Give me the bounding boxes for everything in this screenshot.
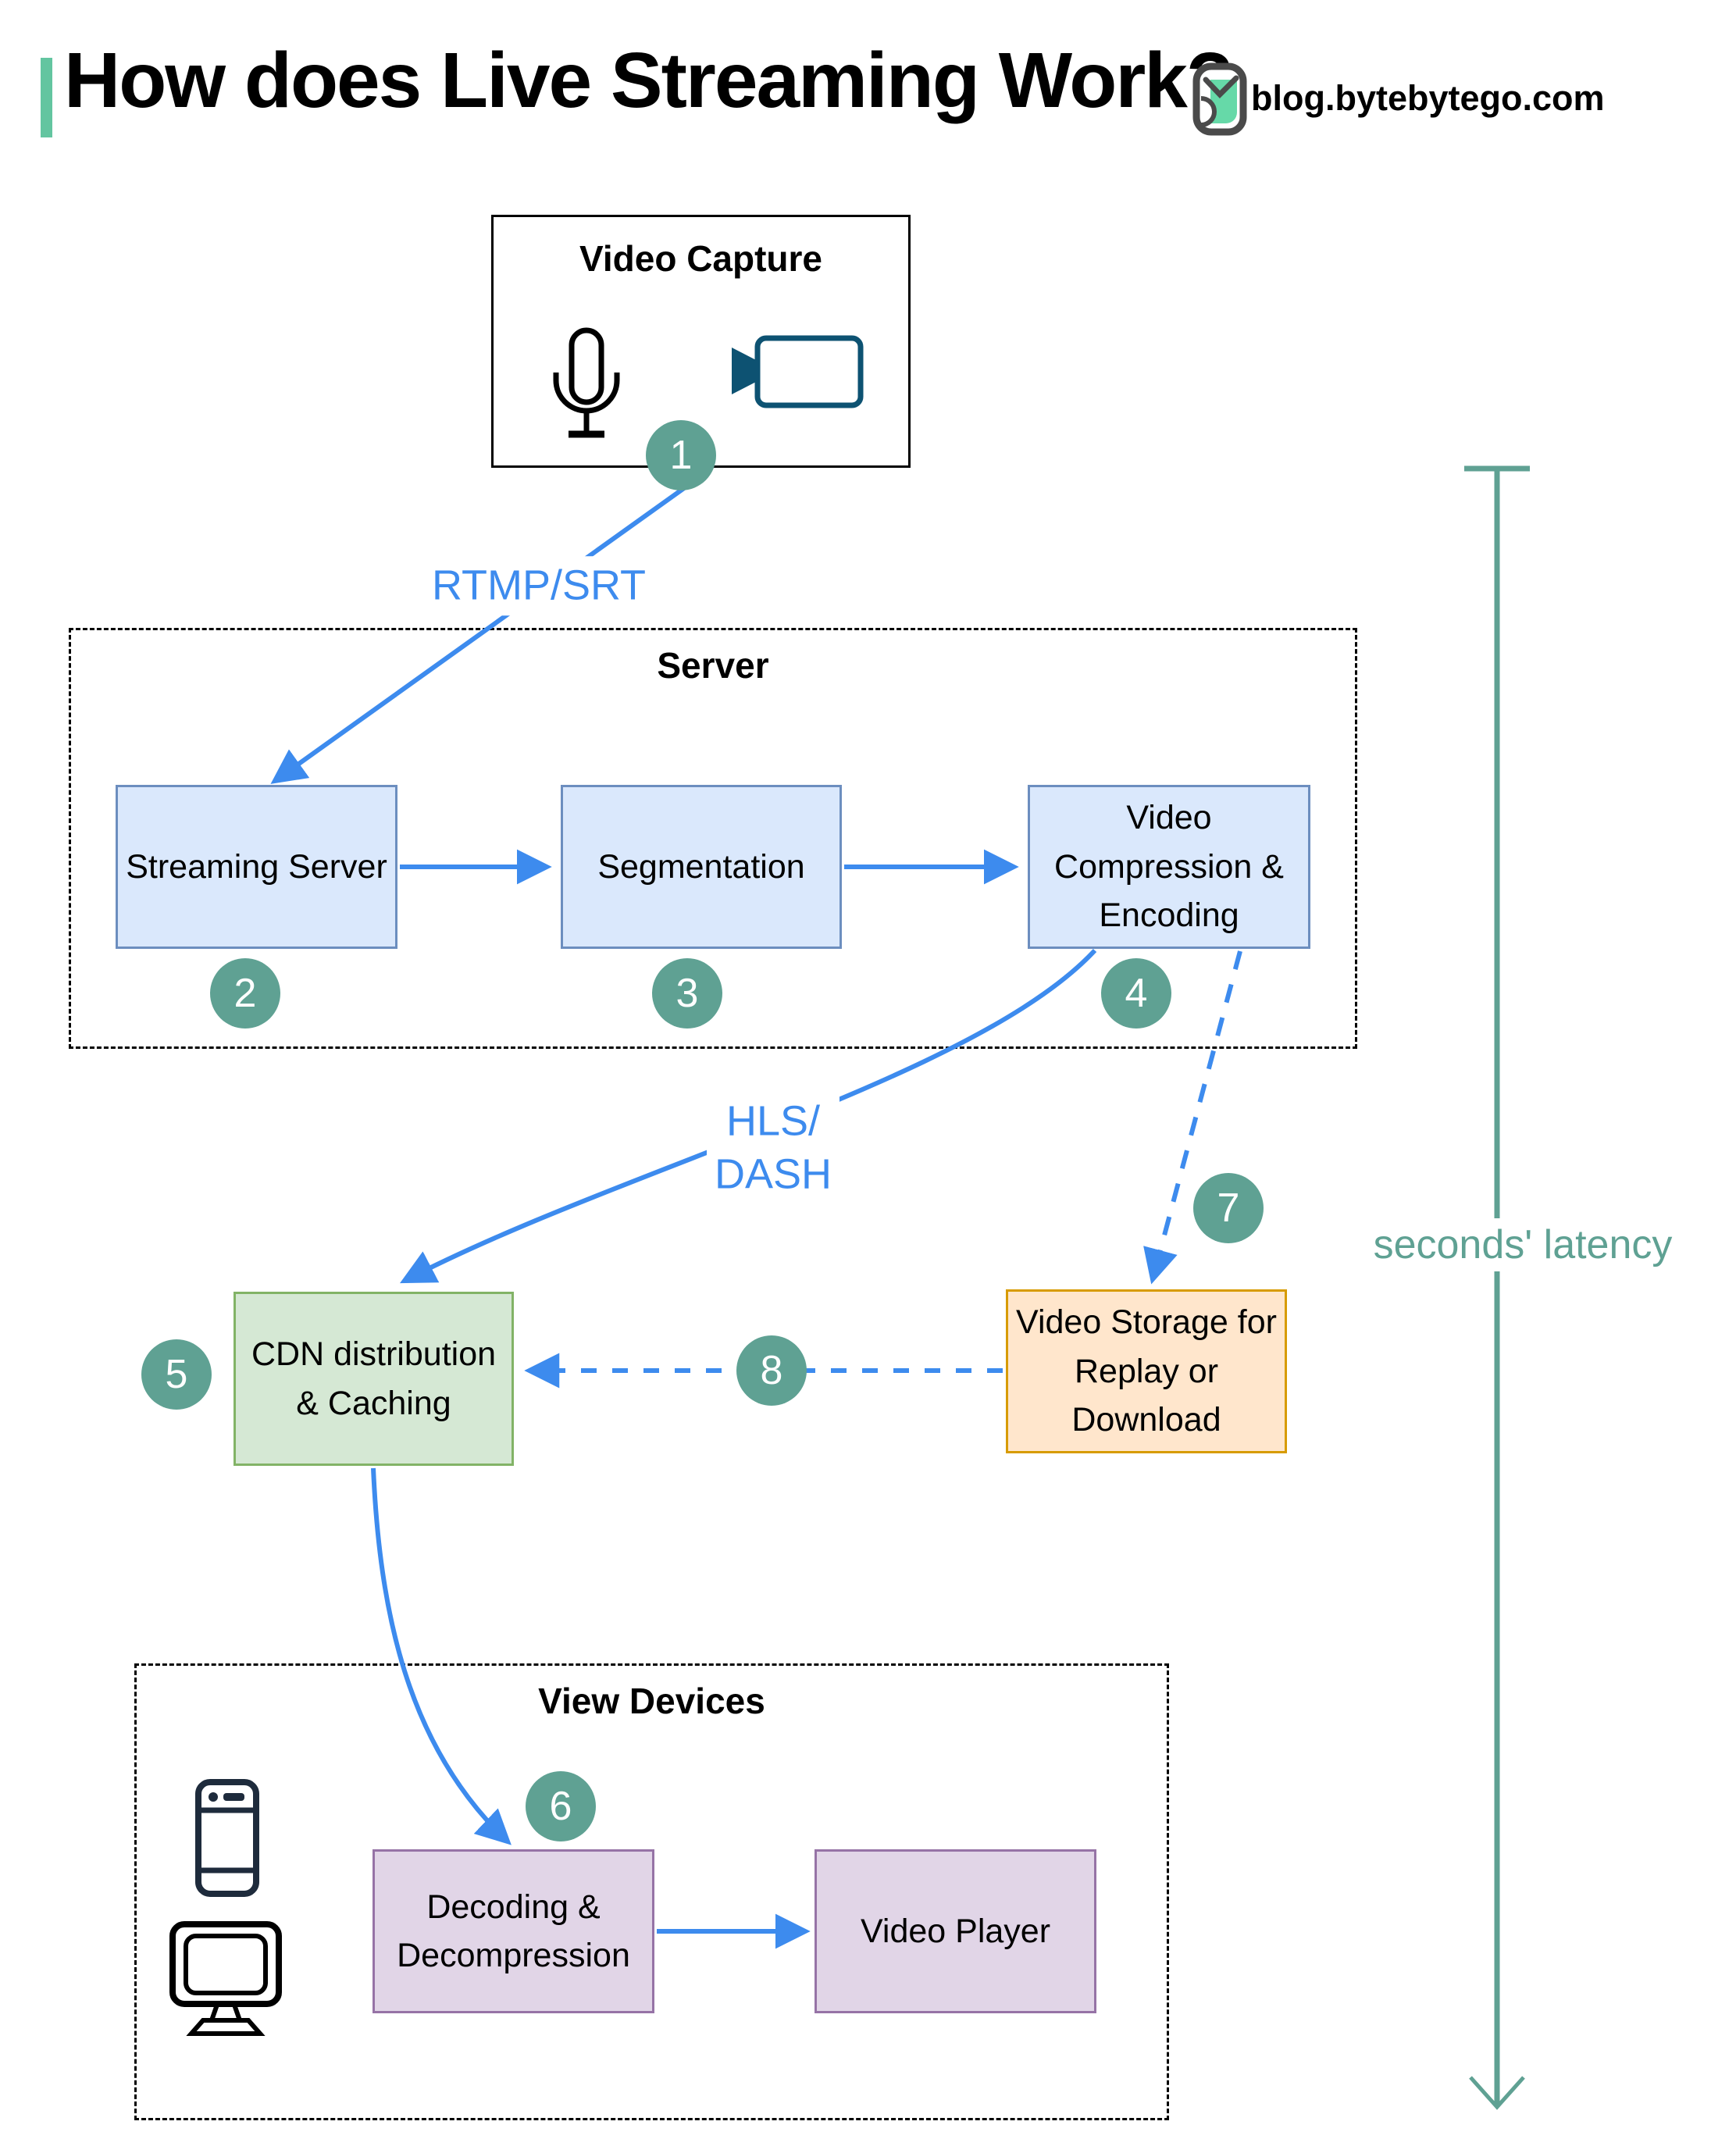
- smartphone-icon: [195, 1779, 259, 1897]
- node-segmentation: Segmentation: [561, 785, 842, 949]
- node-cdn: CDN distribution & Caching: [233, 1292, 514, 1466]
- page-title: How does Live Streaming Work?: [64, 37, 1234, 124]
- step-badge-3: 3: [652, 958, 722, 1029]
- node-decoding-label: Decoding & Decompression: [397, 1888, 630, 1974]
- bytebytego-logo-icon: [1192, 62, 1247, 136]
- edge-label-hls-dash: HLS/ DASH: [706, 1092, 840, 1204]
- step-badge-2: 2: [210, 958, 280, 1029]
- step-badge-6: 6: [526, 1771, 596, 1841]
- latency-measure-line: [1464, 465, 1530, 2110]
- group-view-devices: View Devices: [134, 1663, 1169, 2120]
- site-url: blog.bytebytego.com: [1251, 78, 1605, 118]
- group-server-label: Server: [657, 645, 769, 686]
- step-badge-7: 7: [1193, 1173, 1264, 1243]
- node-video-compression-label: Video Compression & Encoding: [1054, 799, 1284, 935]
- edge-compression-to-storage: [1143, 950, 1242, 1285]
- edge-label-rtmp-srt: RTMP/SRT: [423, 556, 654, 615]
- microphone-icon: [553, 327, 620, 438]
- node-video-compression: Video Compression & Encoding: [1028, 785, 1310, 949]
- node-video-storage-label: Video Storage for Replay or Download: [1016, 1303, 1277, 1439]
- monitor-icon: [169, 1921, 282, 2036]
- node-cdn-label: CDN distribution & Caching: [251, 1335, 497, 1422]
- step-badge-5: 5: [141, 1339, 212, 1410]
- node-streaming-server: Streaming Server: [116, 785, 397, 949]
- edge-capture-to-streaming: [270, 474, 702, 784]
- node-segmentation-label: Segmentation: [597, 847, 805, 886]
- group-view-devices-label: View Devices: [538, 1681, 765, 1721]
- node-video-player-label: Video Player: [860, 1912, 1051, 1950]
- latency-label: seconds' latency: [1362, 1218, 1684, 1271]
- node-video-player: Video Player: [815, 1849, 1096, 2013]
- group-server: Server: [69, 628, 1357, 1049]
- step-badge-4: 4: [1101, 958, 1171, 1029]
- node-streaming-server-label: Streaming Server: [126, 847, 387, 886]
- node-video-storage: Video Storage for Replay or Download: [1006, 1289, 1287, 1453]
- step-badge-8: 8: [736, 1335, 807, 1406]
- video-camera-icon: [732, 335, 864, 408]
- node-video-capture-label: Video Capture: [579, 238, 822, 279]
- step-badge-1: 1: [646, 420, 716, 490]
- title-accent-bar: [41, 58, 52, 137]
- node-decoding: Decoding & Decompression: [373, 1849, 654, 2013]
- edge-cdn-to-decoding: [371, 1467, 512, 1845]
